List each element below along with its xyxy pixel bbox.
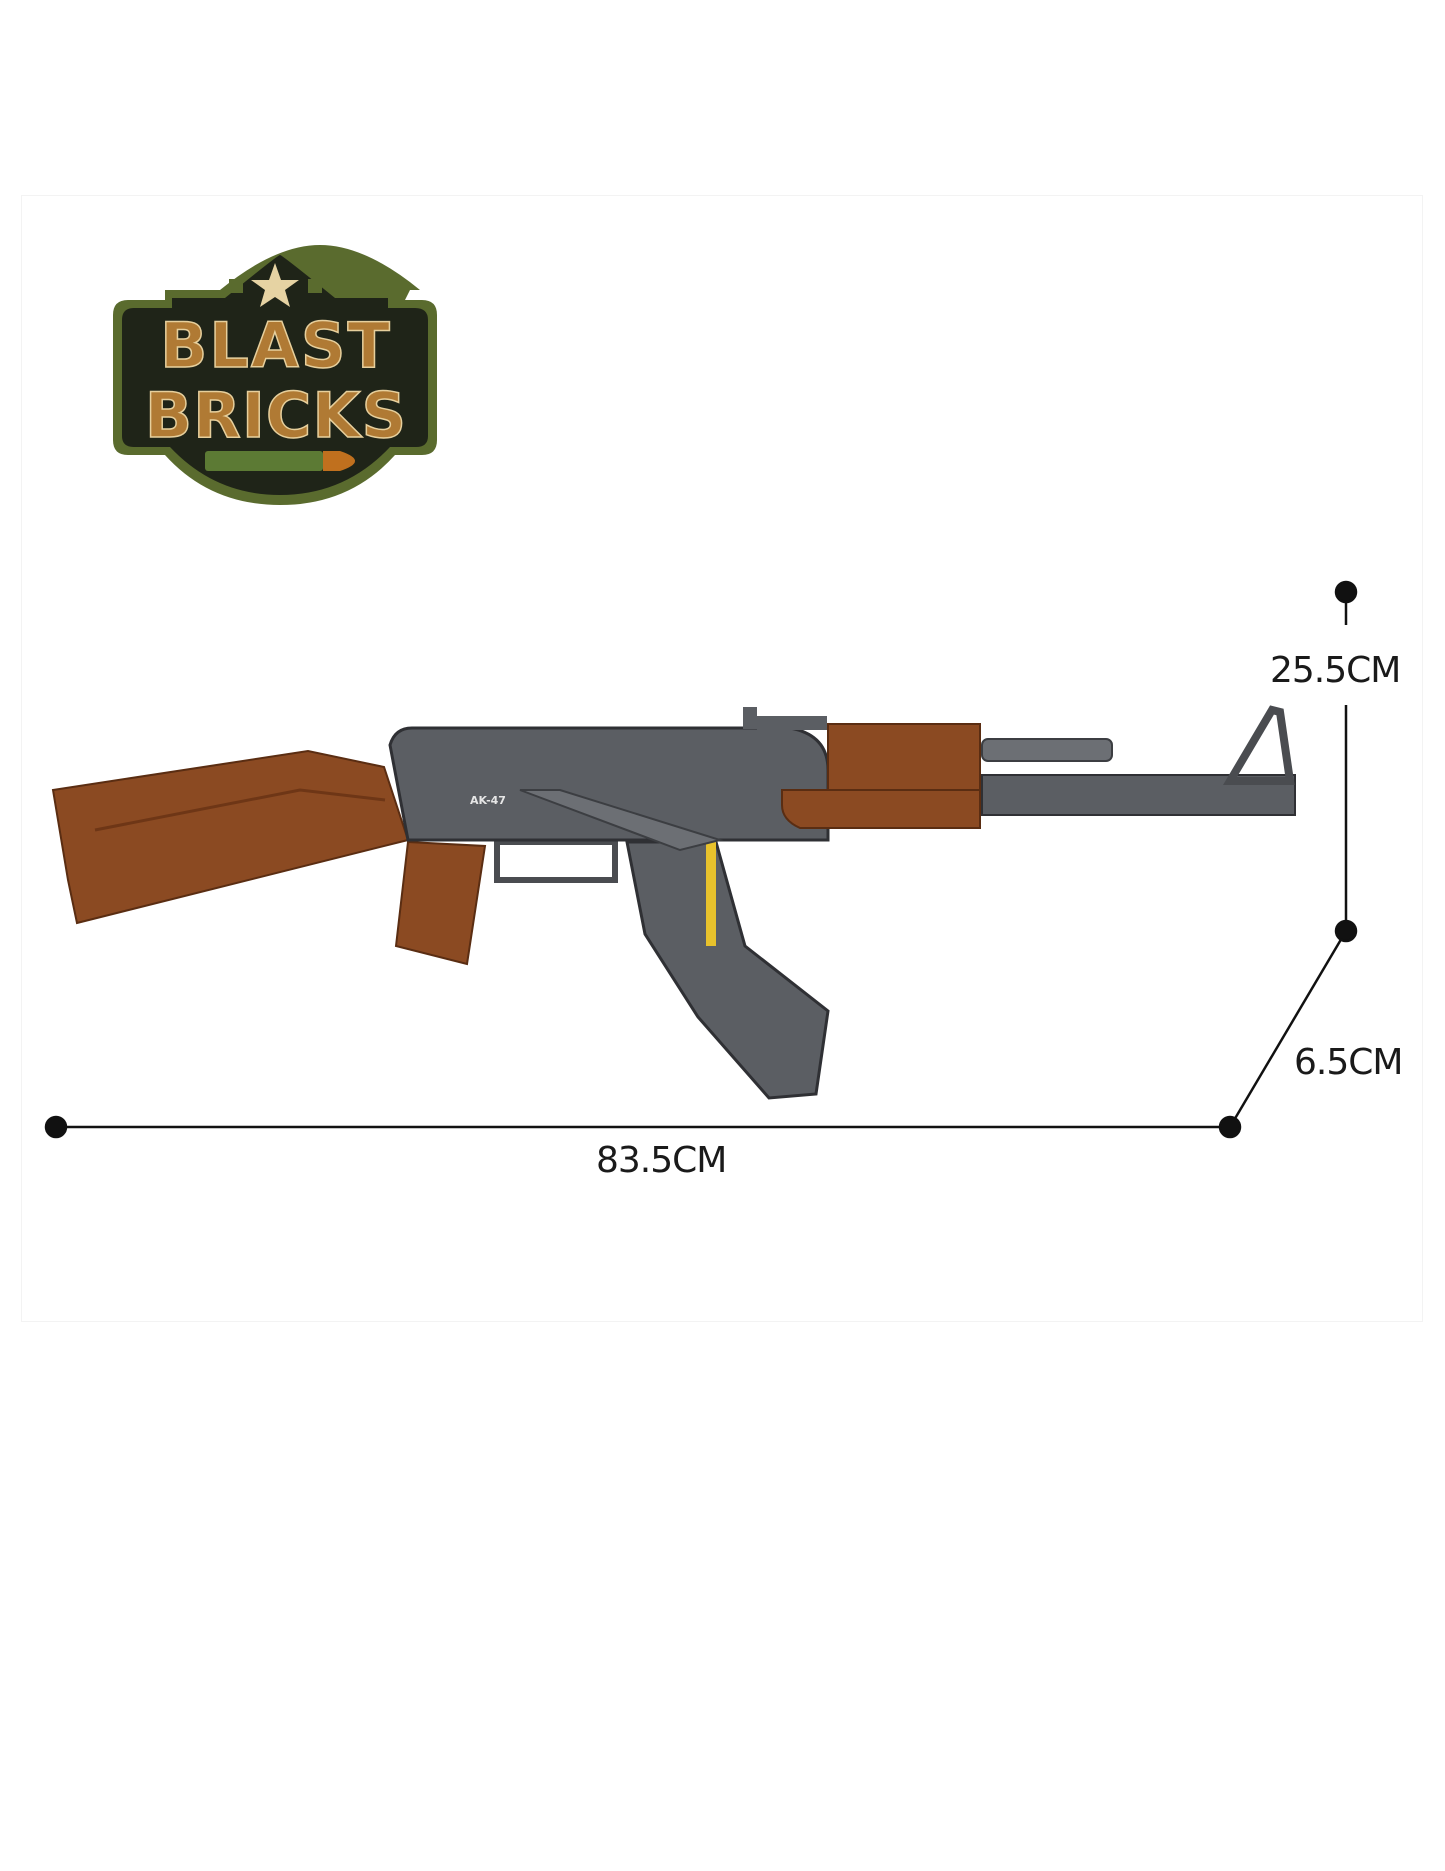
depth-label: 6.5CM [1294,1042,1403,1083]
star-icon [251,263,299,307]
dimension-dot-corner [1218,1115,1242,1139]
logo-text-line1: BLAST [160,309,392,382]
length-label: 83.5CM [596,1140,727,1181]
dimension-dot-left [44,1115,68,1139]
logo-square-right [308,279,322,293]
logo-badge-inner [122,255,428,495]
rear-sight [743,707,757,729]
rear-sight-base [757,716,827,730]
logo-square-left [229,279,243,293]
receiver-cover-detail [519,789,724,852]
depth-line [1228,930,1348,1128]
rifle-magazine [625,840,830,1100]
rifle-stock [51,749,410,925]
stock-detail [94,788,386,832]
image-frame [21,195,1423,1322]
rifle-grip [394,840,487,966]
bullet-case [205,451,323,471]
magazine-accent [706,842,716,946]
rifle-model: AK-47 [51,705,1296,1100]
rifle-marking: AK-47 [470,794,506,807]
brand-logo: BLAST BRICKS [113,245,437,505]
logo-text-line2: BRICKS [145,379,407,452]
handguard-lower [781,789,981,829]
gas-tube [981,738,1113,762]
dimension-dot-top [1334,580,1358,604]
bullet-tip-icon [323,451,355,471]
trigger-guard [494,839,618,883]
dimension-dot-middle [1334,919,1358,943]
height-label: 25.5CM [1270,650,1401,691]
front-sight [1222,705,1295,785]
dimension-lines [44,580,1358,1139]
